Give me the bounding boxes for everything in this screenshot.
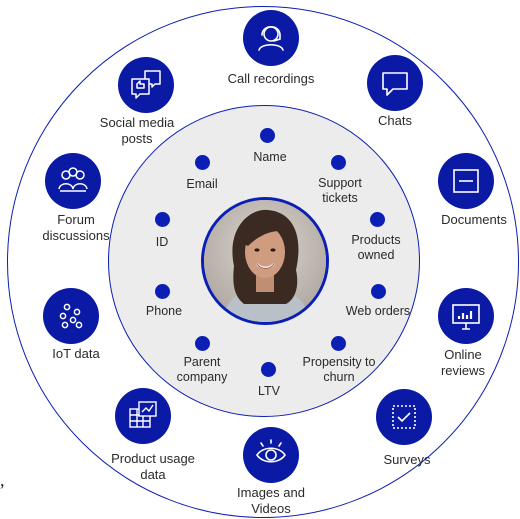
inner-label-phone: Phone (145, 304, 183, 318)
document-icon (438, 153, 494, 209)
stray-comma: , (0, 470, 5, 490)
outer-label-social-media-posts: Social media posts (99, 115, 175, 146)
people-group-icon (45, 153, 101, 209)
outer-label-documents: Documents (441, 212, 507, 227)
outer-label-chats: Chats (378, 113, 412, 128)
eye-icon (243, 427, 299, 483)
social-chat-icon (118, 57, 174, 113)
inner-label-id: ID (155, 235, 169, 249)
inner-label-ltv: LTV (258, 384, 280, 398)
inner-label-email: Email (186, 177, 218, 191)
parent-company-dot (195, 336, 210, 351)
inner-label-propensity-to-churn: Propensity to churn (302, 355, 376, 384)
outer-label-surveys: Surveys (383, 452, 431, 467)
name-dot (260, 128, 275, 143)
outer-label-product-usage-data: Product usage data (111, 451, 195, 482)
inner-label-products-owned: Products owned (351, 233, 401, 262)
ltv-dot (261, 362, 276, 377)
propensity-to-churn-dot (331, 336, 346, 351)
monitor-chart-icon (438, 288, 494, 344)
phone-dot (155, 284, 170, 299)
spreadsheet-chart-icon (115, 388, 171, 444)
headset-person-icon (243, 10, 299, 66)
inner-label-support-tickets: Support tickets (318, 176, 362, 205)
support-tickets-dot (331, 155, 346, 170)
chat-bubble-icon (367, 55, 423, 111)
web-orders-dot (371, 284, 386, 299)
email-dot (195, 155, 210, 170)
iot-nodes-icon (43, 288, 99, 344)
id-dot (155, 212, 170, 227)
outer-label-online-reviews: Online reviews (440, 347, 486, 378)
outer-label-forum-discussions: Forum discussions (42, 212, 110, 243)
outer-label-images-and-videos: Images and Videos (237, 485, 305, 516)
products-owned-dot (370, 212, 385, 227)
outer-label-call-recordings: Call recordings (227, 71, 315, 86)
inner-label-parent-company: Parent company (176, 355, 228, 384)
inner-label-name: Name (253, 150, 287, 164)
portrait-illustration (204, 200, 326, 322)
outer-label-iot-data: IoT data (52, 346, 100, 361)
checkbox-icon (376, 389, 432, 445)
customer-portrait (201, 197, 329, 325)
inner-label-web-orders: Web orders (345, 304, 411, 318)
